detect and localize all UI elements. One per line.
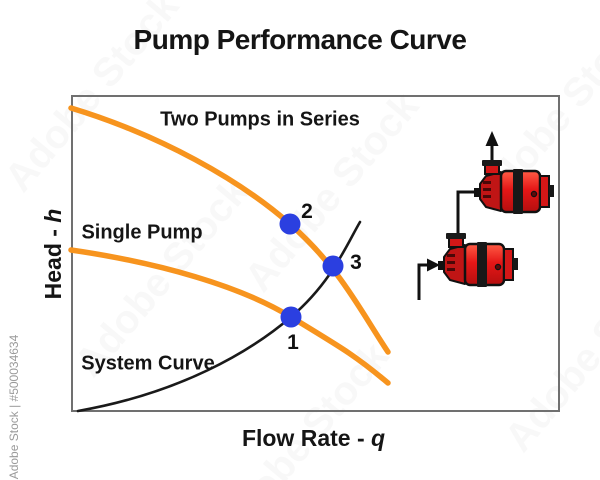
operating-point-2 (279, 213, 301, 235)
operating-point-label-1: 1 (287, 331, 299, 354)
plot-area (71, 95, 560, 412)
pump-lower (436, 231, 520, 289)
x-axis-symbol: q (371, 425, 386, 451)
inlet-pipe (417, 263, 428, 300)
page-title: Pump Performance Curve (133, 24, 467, 55)
label-two-pumps-series: Two Pumps in Series (160, 108, 360, 131)
y-axis-symbol: h (40, 208, 66, 223)
label-single-pump: Single Pump (81, 221, 203, 244)
outlet-arrow-icon (485, 131, 499, 146)
curve-system (76, 220, 362, 413)
operating-point-1 (280, 306, 302, 328)
operating-point-label-2: 2 (301, 200, 313, 223)
operating-point-3 (322, 255, 344, 277)
y-axis-label-text: Head - (40, 222, 66, 300)
inlet-arrow-icon (427, 258, 440, 272)
label-system-curve: System Curve (81, 352, 215, 375)
pump-upper (472, 158, 556, 216)
y-axis-label: Head - h (40, 154, 66, 354)
x-axis-label-text: Flow Rate - (241, 425, 371, 451)
curve-single-pump (68, 247, 391, 386)
x-axis-label: Flow Rate - q (71, 425, 556, 452)
pipe-connector (456, 190, 475, 234)
operating-point-label-3: 3 (350, 251, 362, 274)
